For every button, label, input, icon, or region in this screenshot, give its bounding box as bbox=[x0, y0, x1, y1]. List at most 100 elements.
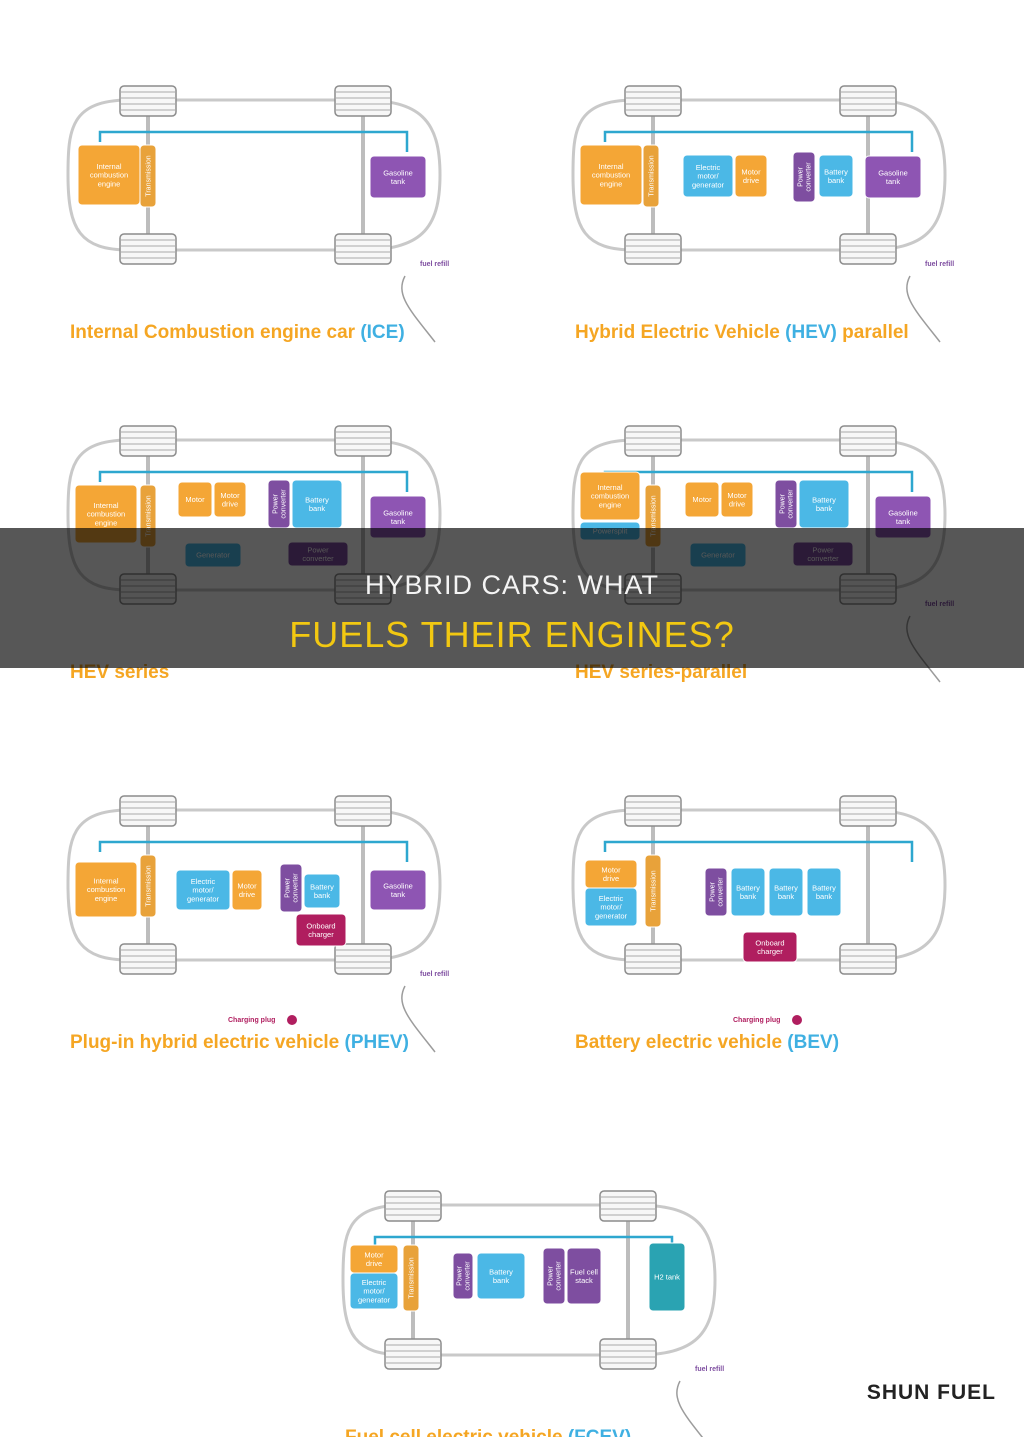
fuel-nozzle-hose bbox=[401, 275, 436, 343]
component-label: Transmission bbox=[145, 865, 152, 906]
wheel-rear-top bbox=[624, 795, 682, 827]
fuel-nozzle-hose bbox=[676, 1380, 704, 1437]
charging-plug-icon bbox=[287, 1015, 297, 1025]
wheel-rear-top bbox=[624, 425, 682, 457]
component-label: Powerconverter bbox=[547, 1261, 562, 1291]
wheel-rear-bottom bbox=[624, 233, 682, 265]
caption-fcev: Fuel cell electric vehicle (FCEV) bbox=[345, 1427, 631, 1437]
component-power-converter: Powerconverter bbox=[704, 867, 728, 917]
component-transmission: Transmission bbox=[139, 854, 157, 918]
wheel-rear-bottom bbox=[384, 1338, 442, 1370]
energy-flow-line bbox=[603, 130, 914, 152]
headline-line-1: HYBRID CARS: WHAT bbox=[364, 570, 659, 600]
energy-flow-line bbox=[603, 840, 914, 862]
caption-ice: Internal Combustion engine car (ICE) bbox=[70, 322, 405, 343]
wheel-front-top bbox=[334, 425, 392, 457]
caption-phev: Plug-in hybrid electric vehicle (PHEV) bbox=[70, 1032, 409, 1053]
component-label: Powerconverter bbox=[456, 1261, 471, 1291]
component-label: Transmission bbox=[145, 155, 152, 196]
charging-plug-icon bbox=[792, 1015, 802, 1025]
component-motor: Motor bbox=[684, 481, 720, 518]
fuel-nozzle-hose bbox=[906, 275, 941, 343]
fuel-refill-label: fuel refill bbox=[925, 261, 954, 268]
wheel-front-bottom bbox=[839, 233, 897, 265]
component-label: Powerconverter bbox=[797, 162, 812, 192]
wheel-rear-bottom bbox=[119, 943, 177, 975]
component-transmission: Transmission bbox=[644, 854, 662, 928]
component-label: Transmission bbox=[648, 155, 655, 196]
component-power-converter: Powerconverter bbox=[279, 863, 303, 913]
component-label: H2 tank bbox=[654, 1273, 680, 1282]
component-power-converter: Powerconverter bbox=[542, 1247, 566, 1305]
wheel-front-top bbox=[839, 85, 897, 117]
wheel-front-bottom bbox=[599, 1338, 657, 1370]
fuel-refill-label: fuel refill bbox=[420, 971, 449, 978]
wheel-front-top bbox=[839, 425, 897, 457]
headline-line-2: FUELS THEIR ENGINES? bbox=[289, 614, 735, 655]
wheel-rear-top bbox=[119, 85, 177, 117]
wheel-front-bottom bbox=[334, 943, 392, 975]
charging-plug-label: Charging plug bbox=[733, 1017, 780, 1024]
component-power-converter: Powerconverter bbox=[792, 151, 816, 203]
wheel-front-top bbox=[599, 1190, 657, 1222]
component-label: Transmission bbox=[145, 495, 152, 536]
component-transmission: Transmission bbox=[642, 144, 660, 208]
component-label: Transmission bbox=[650, 495, 657, 536]
component-label: Powerconverter bbox=[284, 873, 299, 903]
component-transmission: Transmission bbox=[402, 1244, 420, 1312]
component-motor: Motor bbox=[177, 481, 213, 518]
caption-hev-parallel: Hybrid Electric Vehicle (HEV) parallel bbox=[575, 322, 909, 343]
fuel-refill-label: fuel refill bbox=[695, 1366, 724, 1373]
